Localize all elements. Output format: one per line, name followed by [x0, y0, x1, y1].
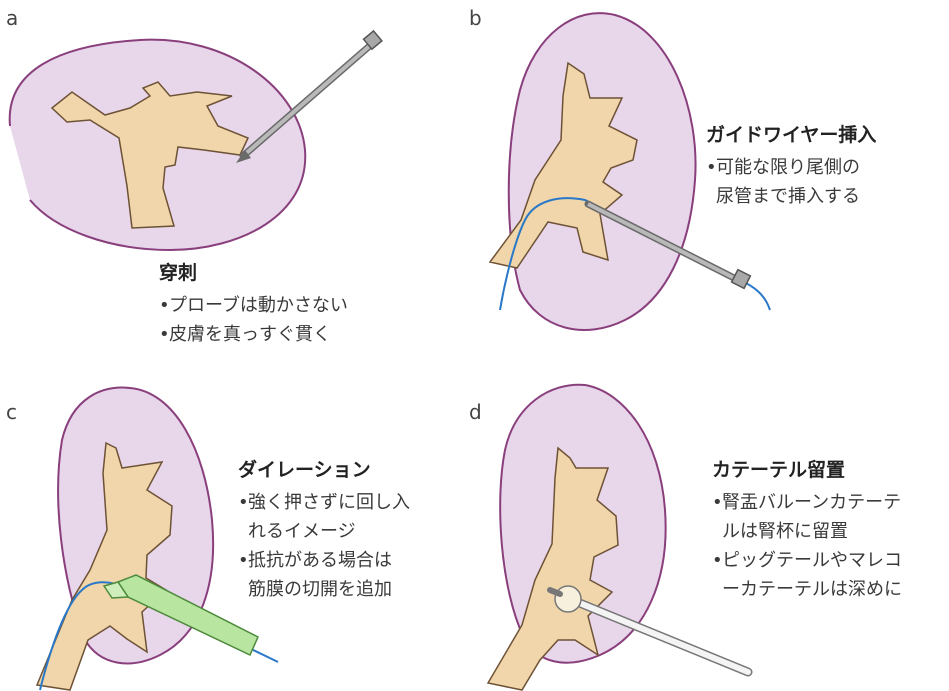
- caption-a: 穿刺 •プローブは動かさない •皮膚を真っすぐ貫く: [159, 258, 348, 349]
- caption-b: ガイドワイヤー挿入 •可能な限り尾側の 尿管まで挿入する: [706, 120, 876, 211]
- caption-line: 筋膜の切開を追加: [238, 575, 410, 604]
- caption-line: •可能な限り尾側の: [706, 153, 876, 182]
- caption-title: 穿刺: [159, 258, 348, 285]
- caption-line: •抵抗がある場合は: [238, 546, 410, 575]
- caption-line: •ピッグテールやマレコ: [712, 546, 902, 575]
- panel-letter-a: a: [6, 6, 18, 30]
- caption-line: ルは腎杯に留置: [712, 517, 902, 546]
- caption-line: •強く押さずに回し入: [238, 488, 410, 517]
- caption-d: カテーテル留置 •腎盂バルーンカテーテ ルは腎杯に留置 •ピッグテールやマレコ …: [712, 455, 902, 604]
- panel-a-drawing: [10, 31, 382, 250]
- caption-line: •プローブは動かさない: [159, 291, 348, 320]
- panel-letter-d: d: [469, 400, 482, 424]
- caption-line: れるイメージ: [238, 517, 410, 546]
- caption-line: ーカテーテルは深めに: [712, 575, 902, 604]
- panel-letter-c: c: [6, 400, 17, 424]
- caption-title: カテーテル留置: [712, 455, 902, 482]
- caption-line: 尿管まで挿入する: [706, 182, 876, 211]
- caption-title: ダイレーション: [238, 455, 410, 482]
- panel-d-drawing: [488, 385, 748, 690]
- caption-title: ガイドワイヤー挿入: [706, 120, 876, 147]
- caption-line: •皮膚を真っすぐ貫く: [159, 320, 348, 349]
- caption-line: •腎盂バルーンカテーテ: [712, 488, 902, 517]
- panel-letter-b: b: [469, 6, 482, 30]
- caption-c: ダイレーション •強く押さずに回し入 れるイメージ •抵抗がある場合は 筋膜の切…: [238, 455, 410, 604]
